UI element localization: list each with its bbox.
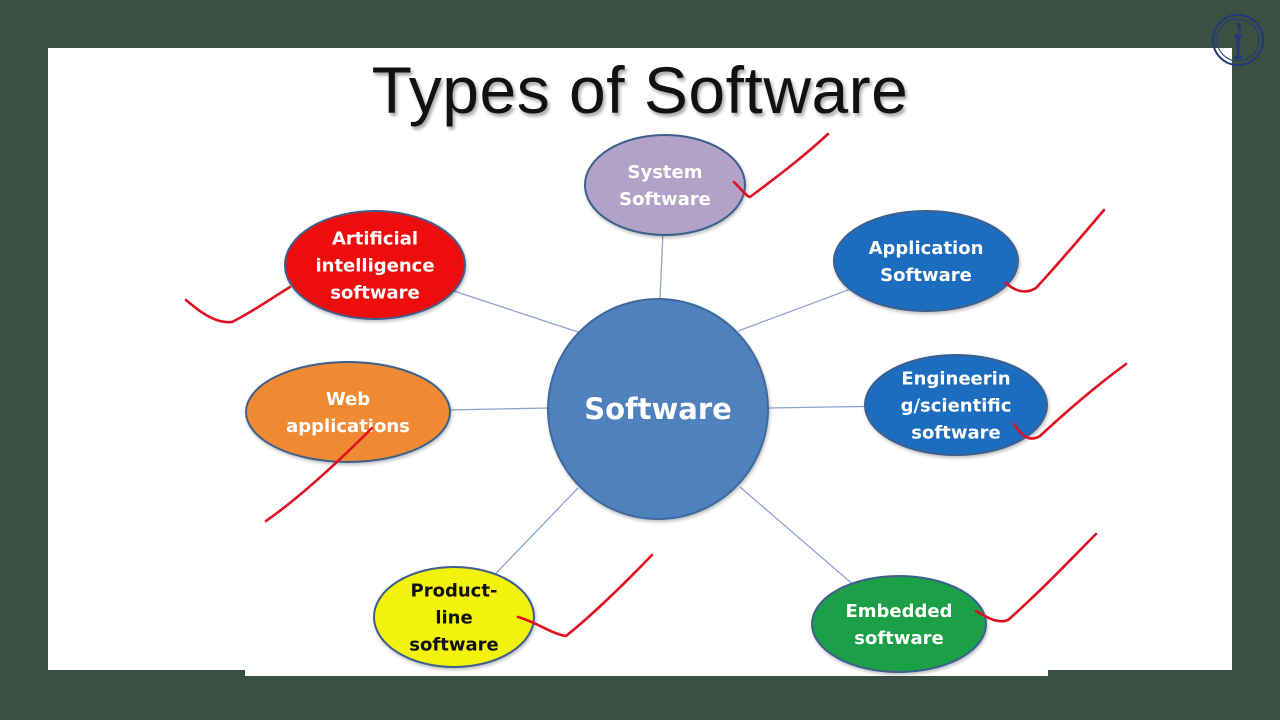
checkmark-annotations xyxy=(184,132,1128,638)
node-system-label-line: System xyxy=(628,162,703,183)
node-web-label-line: applications xyxy=(286,416,410,437)
slide-bottom-edge xyxy=(245,670,1048,676)
outer-nodes-group: SystemSoftwareApplicationSoftwareEnginee… xyxy=(245,134,1048,673)
node-product-line-shape xyxy=(373,566,535,668)
center-node-label: Software xyxy=(584,392,732,426)
checkmark-annotation-icon xyxy=(1004,208,1106,293)
center-node-group: Software xyxy=(547,298,769,520)
node-web: Web applications xyxy=(245,361,451,463)
node-engineering-shape xyxy=(864,354,1048,456)
node-product-line-label-line: line xyxy=(435,607,472,628)
node-product-line-label-line: software xyxy=(409,634,498,655)
checkmark-annotation-icon xyxy=(184,285,292,324)
node-application-shape xyxy=(833,210,1019,312)
center-node xyxy=(547,298,769,520)
connector-system xyxy=(659,232,664,301)
checkmark-annotation-icon xyxy=(516,553,654,638)
node-product-line-label-line: Product- xyxy=(411,580,498,601)
node-embedded: Embedded software xyxy=(811,575,987,673)
node-web-shape xyxy=(245,361,451,463)
node-system-shape xyxy=(584,134,746,236)
checkmark-annotation-icon xyxy=(732,132,830,199)
node-engineering: Engineerin g/scientific software xyxy=(864,354,1048,456)
slide-title: Types of Software xyxy=(371,53,909,127)
node-ai: Artificial intelligence software xyxy=(284,210,466,320)
node-embedded-label-line: Embedded xyxy=(845,601,952,622)
node-engineering-label-line: g/scientific xyxy=(901,395,1012,416)
checkmark-annotation-icon xyxy=(974,532,1098,623)
torch-logo-icon xyxy=(1212,14,1264,66)
node-engineering-label-line: Engineerin xyxy=(901,368,1010,389)
connector-product-line xyxy=(486,487,579,584)
node-product-line: Product-line software xyxy=(373,566,535,668)
checkmark-annotation-icon xyxy=(1012,362,1128,440)
node-application-label-line: Software xyxy=(880,265,972,286)
node-embedded-label-line: software xyxy=(854,628,943,649)
checkmark-annotation-icon xyxy=(264,426,374,523)
node-ai-label-line: intelligence xyxy=(315,255,434,276)
node-engineering-label-line: software xyxy=(911,422,1000,443)
node-web-label-line: Web xyxy=(326,389,370,410)
node-ai-shape xyxy=(284,210,466,320)
node-embedded-shape xyxy=(811,575,987,673)
node-ai-label-line: Artificial xyxy=(332,228,418,249)
node-ai-label-line: software xyxy=(330,282,419,303)
node-application-label-line: Application xyxy=(869,238,984,259)
node-system-label-line: Software xyxy=(619,189,711,210)
connector-embedded xyxy=(739,486,865,595)
checkmark-annotation-icon xyxy=(360,211,368,218)
